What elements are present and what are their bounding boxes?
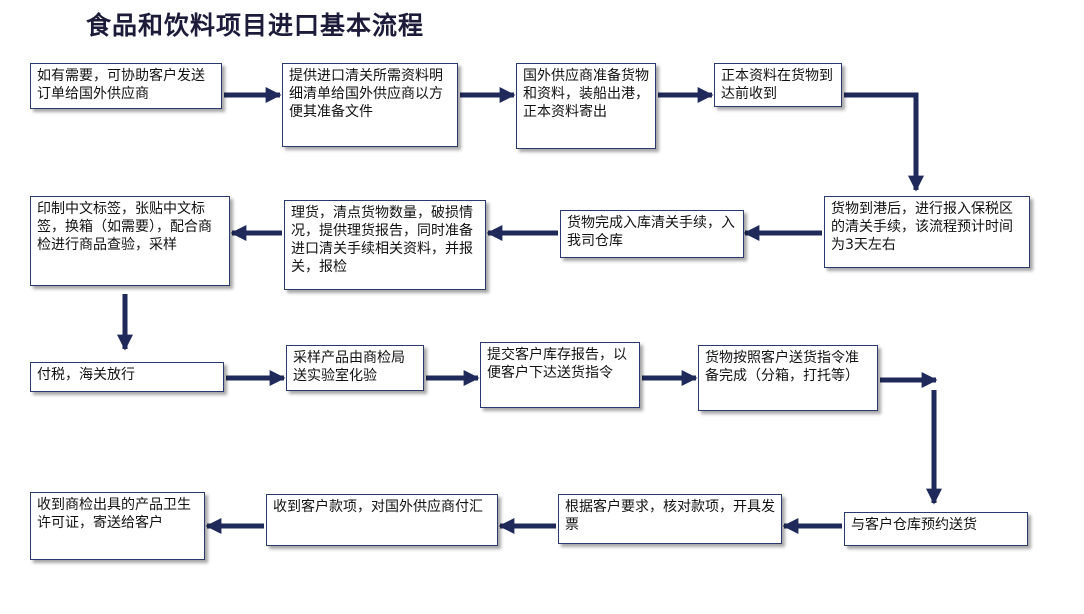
step-9-box: 付税，海关放行 — [30, 362, 224, 392]
step-16-box: 收到商检出具的产品卫生许可证，寄送给客户 — [30, 492, 205, 560]
step-3-box: 国外供应商准备货物和资料，装船出港，正本资料寄出 — [516, 63, 656, 149]
step-5-box: 货物到港后，进行报入保税区的清关手续，该流程预计时间为3天左右 — [824, 196, 1030, 268]
step-11-box: 提交客户库存报告，以便客户下达送货指令 — [480, 342, 640, 408]
step-15-box: 收到客户款项，对国外供应商付汇 — [266, 494, 498, 546]
step-10-box: 采样产品由商检局送实验室化验 — [286, 345, 424, 391]
step-6-box: 货物完成入库清关手续，入我司仓库 — [560, 210, 744, 258]
step-2-box: 提供进口清关所需资料明细清单给国外供应商以方便其准备文件 — [282, 63, 458, 147]
step-4-box: 正本资料在货物到达前收到 — [714, 63, 842, 107]
step-12-box: 货物按照客户送货指令准备完成（分箱，打托等） — [698, 345, 878, 411]
step-13-box: 与客户仓库预约送货 — [844, 512, 1028, 546]
step-14-box: 根据客户要求，核对款项，开具发票 — [558, 494, 782, 544]
page-title: 食品和饮料项目进口基本流程 — [86, 11, 425, 40]
arrow-4-5 — [844, 92, 925, 192]
step-8-box: 印制中文标签，张贴中文标签，换箱（如需要），配合商检进行商品查验，采样 — [30, 196, 230, 286]
step-7-box: 理货，清点货物数量，破损情况，提供理货报告，同时准备进口清关手续相关资料，并报关… — [284, 200, 486, 290]
step-1-box: 如有需要，可协助客户发送订单给国外供应商 — [30, 63, 222, 109]
